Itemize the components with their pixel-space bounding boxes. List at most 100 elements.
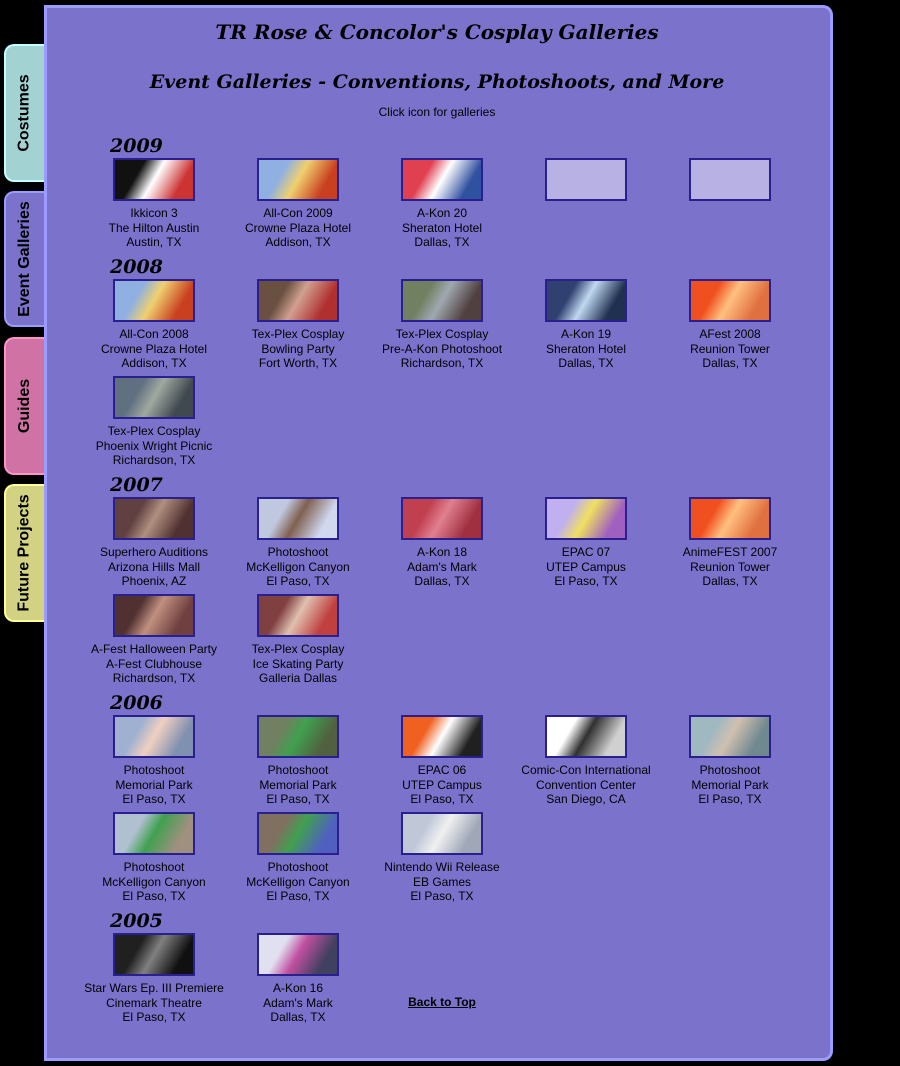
gallery-venue: Crowne Plaza Hotel [244,220,352,235]
tab-guides[interactable]: Guides [4,337,44,475]
gallery-venue: Bowling Party [261,341,335,356]
gallery-thumbnail[interactable] [401,715,483,758]
gallery-thumbnail[interactable] [401,812,483,855]
gallery-thumbnail[interactable] [257,594,339,637]
gallery-location: El Paso, TX [698,792,762,806]
gallery-venue: Cinemark Theatre [106,995,202,1010]
tab-costumes[interactable]: Costumes [4,44,44,182]
gallery-thumbnail[interactable] [113,812,195,855]
gallery-venue: Reunion Tower [690,341,770,356]
tab-event-galleries[interactable]: Event Galleries [4,191,44,327]
gallery-thumbnail[interactable] [257,279,339,322]
gallery-thumbnail[interactable] [401,158,483,201]
gallery-event-name: Tex-Plex Cosplay [107,424,201,438]
gallery-venue: McKelligon Canyon [246,874,350,889]
gallery-venue: EB Games [412,874,472,889]
gallery-event-name: Ikkicon 3 [130,206,178,220]
gallery-thumbnail[interactable] [113,715,195,758]
gallery-venue: UTEP Campus [546,559,626,574]
gallery-event-name: All-Con 2009 [263,206,333,220]
gallery-location: El Paso, TX [266,574,330,588]
gallery-event-name: Photoshoot [267,545,329,559]
gallery-thumbnail[interactable] [113,158,195,201]
gallery-location: Dallas, TX [414,574,470,588]
gallery-location: Addison, TX [265,235,331,249]
gallery-thumbnail[interactable] [113,497,195,540]
gallery-event-name: A-Fest Halloween Party [90,642,218,656]
gallery-location: El Paso, TX [266,792,330,806]
gallery-thumbnail[interactable] [113,594,195,637]
gallery-thumbnail[interactable] [113,933,195,976]
gallery-event-name: Photoshoot [123,763,185,777]
gallery-venue: Crowne Plaza Hotel [100,341,208,356]
tab-event-galleries-label: Event Galleries [16,201,33,317]
gallery-thumbnail[interactable] [545,279,627,322]
gallery-location: El Paso, TX [554,574,618,588]
gallery-event-name: Tex-Plex Cosplay [395,327,489,341]
gallery-venue: McKelligon Canyon [102,874,206,889]
gallery-thumbnail[interactable] [545,497,627,540]
gallery-location: El Paso, TX [122,889,186,903]
gallery-thumbnail[interactable] [401,279,483,322]
gallery-thumbnail[interactable] [689,715,771,758]
gallery-venue: Sheraton Hotel [401,220,483,235]
back-to-top-cell: Back to Top [370,933,514,1030]
tab-future-projects-label: Future Projects [16,494,34,612]
gallery-venue: McKelligon Canyon [246,559,350,574]
gallery-location: Dallas, TX [702,574,758,588]
gallery-location: El Paso, TX [410,889,474,903]
year-heading: 2007 [110,474,163,496]
gallery-venue: Adam's Mark [263,995,333,1010]
gallery-thumbnail[interactable] [257,933,339,976]
gallery-venue: Arizona Hills Mall [107,559,201,574]
gallery-thumbnail[interactable] [689,497,771,540]
year-heading: 2005 [110,910,163,932]
gallery-location: El Paso, TX [122,792,186,806]
site-title: TR Rose & Concolor's Cosplay Galleries [215,20,659,44]
gallery-thumbnail[interactable] [689,279,771,322]
gallery-venue: Reunion Tower [690,559,770,574]
gallery-event-name: Superhero Auditions [99,545,209,559]
gallery-venue: UTEP Campus [402,777,482,792]
gallery-thumbnail[interactable] [545,715,627,758]
gallery-event-name: A-Kon 20 [416,206,468,220]
gallery-location: Dallas, TX [702,356,758,370]
tab-future-projects[interactable]: Future Projects [4,484,44,622]
gallery-location: Phoenix, AZ [121,574,187,588]
gallery-location: El Paso, TX [122,1010,186,1024]
gallery-thumbnail[interactable] [257,158,339,201]
gallery-thumbnail[interactable] [113,376,195,419]
tab-guides-label: Guides [16,378,34,434]
back-to-top-link[interactable]: Back to Top [408,995,476,1010]
gallery-event-name: Tex-Plex Cosplay [251,642,345,656]
gallery-thumbnail[interactable] [113,279,195,322]
page-title: Event Galleries - Conventions, Photoshoo… [149,71,725,93]
gallery-thumbnail[interactable] [257,812,339,855]
gallery-event-name: A-Kon 16 [272,981,324,995]
gallery-event-name: A-Kon 19 [560,327,612,341]
gallery-thumbnail[interactable] [257,497,339,540]
gallery-thumbnail[interactable] [401,497,483,540]
gallery-event-name: A-Kon 18 [416,545,468,559]
gallery-thumbnail[interactable] [257,715,339,758]
panel-left-edge [44,5,47,1061]
